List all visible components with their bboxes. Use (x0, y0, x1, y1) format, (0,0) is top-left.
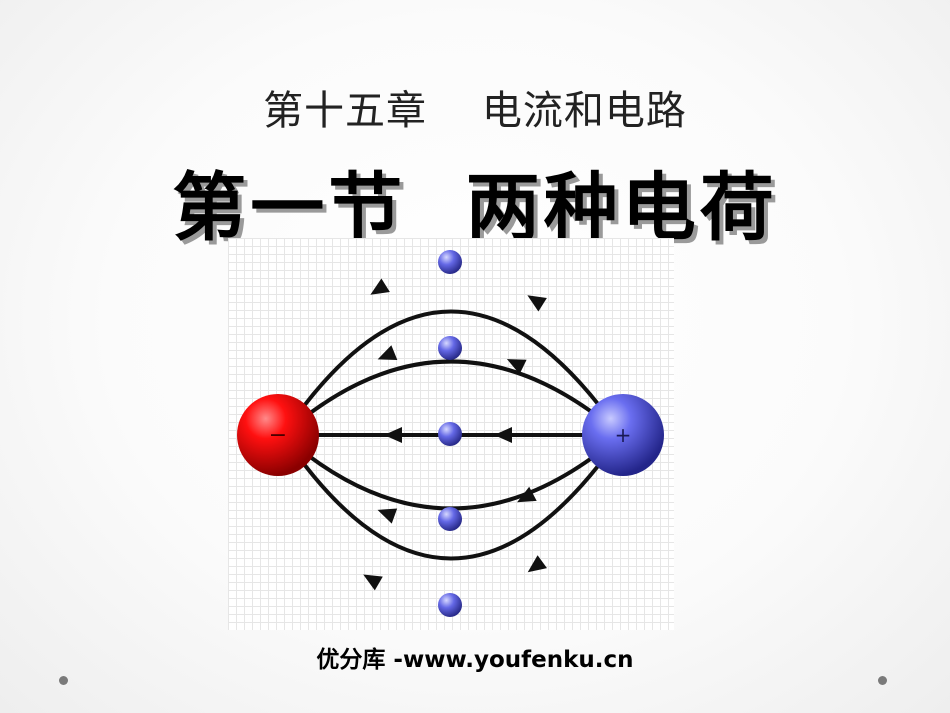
arrow-icon (377, 508, 398, 524)
arrow-icon (370, 278, 390, 295)
field-line-inner-top (281, 359, 623, 437)
test-charge (438, 336, 462, 360)
chapter-subtitle: 第十五章 电流和电路 (263, 88, 687, 134)
field-lines-svg: − + (237, 250, 664, 617)
arrow-icon (527, 555, 547, 573)
test-charges (438, 250, 462, 617)
positive-charge (582, 394, 664, 476)
arrow-icon (384, 427, 402, 443)
test-charge (438, 507, 462, 531)
arrow-icon (517, 486, 537, 503)
field-line-outer-top (281, 309, 623, 437)
negative-charge-symbol: − (269, 423, 287, 448)
arrow-icon (494, 427, 512, 443)
arrow-icon (377, 345, 398, 361)
test-charge (438, 250, 462, 274)
field-line-outer-bottom (281, 433, 623, 561)
footer-watermark: 优分库 -www.youfenku.cn (316, 647, 634, 673)
bullet-dot-left (59, 676, 68, 685)
bullet-dot-right (878, 676, 887, 685)
test-charge (438, 593, 462, 617)
positive-charge-symbol: + (615, 423, 632, 447)
arrow-icon (527, 295, 547, 312)
negative-charge (237, 394, 319, 476)
electric-field-diagram: − + (228, 238, 674, 630)
section-title: 第一节 两种电荷 (172, 165, 778, 251)
arrow-icon (363, 574, 383, 591)
arrow-icon (506, 359, 527, 375)
test-charge (438, 422, 462, 446)
field-arrows (363, 278, 547, 591)
